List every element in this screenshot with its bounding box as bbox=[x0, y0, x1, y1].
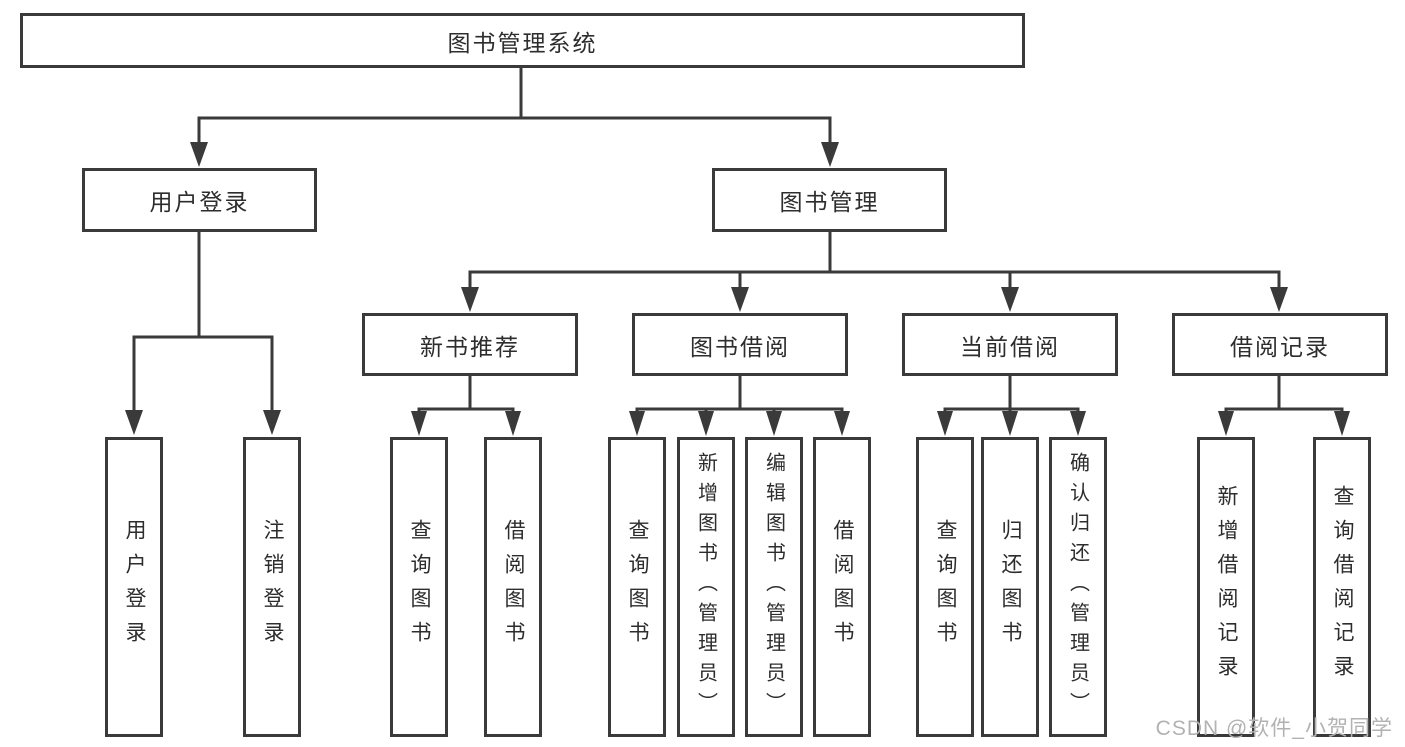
leaf-cb-query-books: 查询图书 bbox=[916, 437, 974, 737]
node-borrow-records-label: 借阅记录 bbox=[1230, 333, 1330, 360]
leaf-nb-query-books-label: 查询图书 bbox=[408, 519, 431, 655]
leaf-cb-confirm-return-admin: 确认归还（管理员） bbox=[1049, 437, 1107, 737]
leaf-logout-label: 注销登录 bbox=[261, 519, 284, 655]
leaf-bb-edit-books-admin-label: 编辑图书（管理员） bbox=[762, 452, 785, 722]
leaf-nb-borrow-books-label: 借阅图书 bbox=[502, 519, 525, 655]
node-book-borrowing: 图书借阅 bbox=[632, 313, 848, 376]
leaf-br-add-record-label: 新增借阅记录 bbox=[1215, 485, 1238, 689]
node-user-login-label: 用户登录 bbox=[149, 189, 250, 215]
leaf-bb-query-books-label: 查询图书 bbox=[626, 519, 649, 655]
connector-root-to-level2 bbox=[190, 68, 839, 167]
node-borrow-records: 借阅记录 bbox=[1172, 313, 1388, 376]
connector-book-mgmt-groups bbox=[461, 232, 1288, 312]
connector-current-leaves bbox=[937, 376, 1086, 436]
leaf-cb-return-books-label: 归还图书 bbox=[999, 519, 1022, 655]
node-current-borrowing: 当前借阅 bbox=[902, 313, 1118, 376]
leaf-bb-borrow-books-label: 借阅图书 bbox=[831, 519, 854, 655]
leaf-bb-add-books-admin-label: 新增图书（管理员） bbox=[694, 452, 717, 722]
leaf-bb-borrow-books: 借阅图书 bbox=[813, 437, 871, 737]
leaf-user-login: 用户登录 bbox=[105, 437, 163, 737]
leaf-cb-return-books: 归还图书 bbox=[981, 437, 1039, 737]
connector-borrowing-leaves bbox=[629, 376, 850, 436]
leaf-br-add-record: 新增借阅记录 bbox=[1197, 437, 1255, 737]
node-root-label: 图书管理系统 bbox=[447, 29, 598, 56]
node-user-login: 用户登录 bbox=[82, 168, 317, 232]
node-new-books-label: 新书推荐 bbox=[420, 333, 520, 360]
node-current-borrowing-label: 当前借阅 bbox=[960, 333, 1060, 360]
leaf-cb-query-books-label: 查询图书 bbox=[934, 519, 957, 655]
connector-records-leaves bbox=[1218, 376, 1350, 436]
leaf-bb-query-books: 查询图书 bbox=[608, 437, 666, 737]
csdn-watermark: CSDN @软件_小贺同学 bbox=[1155, 717, 1393, 740]
connector-user-login-leaves bbox=[125, 232, 281, 435]
node-book-management-label: 图书管理 bbox=[779, 189, 880, 215]
node-new-books: 新书推荐 bbox=[362, 313, 578, 376]
leaf-nb-query-books: 查询图书 bbox=[390, 437, 448, 737]
leaf-user-login-label: 用户登录 bbox=[123, 519, 146, 655]
connector-new-books-leaves bbox=[411, 376, 521, 436]
leaf-logout: 注销登录 bbox=[243, 437, 301, 737]
node-book-borrowing-label: 图书借阅 bbox=[690, 333, 790, 360]
leaf-br-query-record-label: 查询借阅记录 bbox=[1331, 485, 1354, 689]
node-root-system: 图书管理系统 bbox=[20, 13, 1025, 68]
leaf-nb-borrow-books: 借阅图书 bbox=[484, 437, 542, 737]
leaf-bb-edit-books-admin: 编辑图书（管理员） bbox=[745, 437, 803, 737]
node-book-management: 图书管理 bbox=[712, 168, 947, 232]
leaf-cb-confirm-return-admin-label: 确认归还（管理员） bbox=[1066, 452, 1089, 722]
leaf-bb-add-books-admin: 新增图书（管理员） bbox=[677, 437, 735, 737]
leaf-br-query-record: 查询借阅记录 bbox=[1313, 437, 1371, 737]
